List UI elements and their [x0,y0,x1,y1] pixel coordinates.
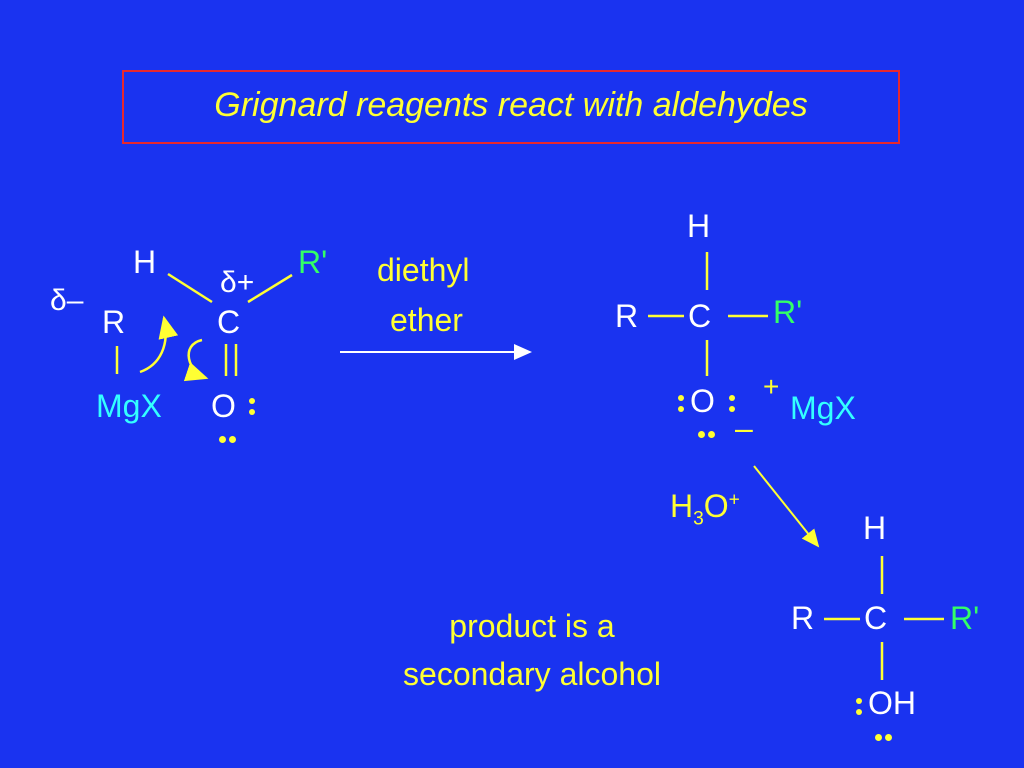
product-oh: OH [868,685,916,721]
partial-positive-label: δ+ [220,266,255,299]
intermediate-negative-charge: – [735,410,753,446]
reactant-c: C [217,304,241,340]
curved-arrow-co-to-o [183,338,209,382]
reactant-mgx: MgX [96,388,162,424]
intermediate-c: C [688,298,712,334]
product-h: H [863,510,887,546]
reactant-o-lone-pair-bottom [219,430,239,443]
reaction-arrow-2 [753,465,820,548]
intermediate-r: R [615,298,639,334]
product-o-lone-pair-left [856,698,862,720]
product-r: R [791,600,815,636]
curved-arrow-r-to-c [139,315,179,374]
hydronium-label: H3O+ [670,488,740,530]
reactant-o-lone-pair-right [249,398,255,420]
caption-line2: secondary alcohol [403,656,661,692]
reactant-o: O [211,388,236,424]
reactant-r: R [102,304,126,340]
intermediate-o-lone-pair-bottom [698,425,718,438]
title-box: Grignard reagents react with aldehydes [122,70,900,144]
reactant-h: H [133,244,157,280]
product-o-lone-pair-bottom [875,728,895,741]
intermediate-o-lone-pair-right [729,395,735,417]
intermediate-o: O [690,383,715,419]
caption-line1: product is a [449,608,615,644]
reactant-r-prime: R' [298,244,328,280]
slide-title: Grignard reagents react with aldehydes [214,86,808,124]
product-c: C [864,600,888,636]
solvent-line1: diethyl [377,252,470,288]
product-r-prime: R' [950,600,980,636]
intermediate-mgx: MgX [790,390,856,426]
bond-c-rprime [247,273,293,304]
solvent-line2: ether [390,302,463,338]
bond-h-c [167,272,213,304]
intermediate-o-lone-pair-left [678,395,684,417]
intermediate-h: H [687,208,711,244]
intermediate-r-prime: R' [773,294,803,330]
intermediate-positive-charge: + [763,371,780,402]
partial-negative-label: δ– [50,284,84,317]
